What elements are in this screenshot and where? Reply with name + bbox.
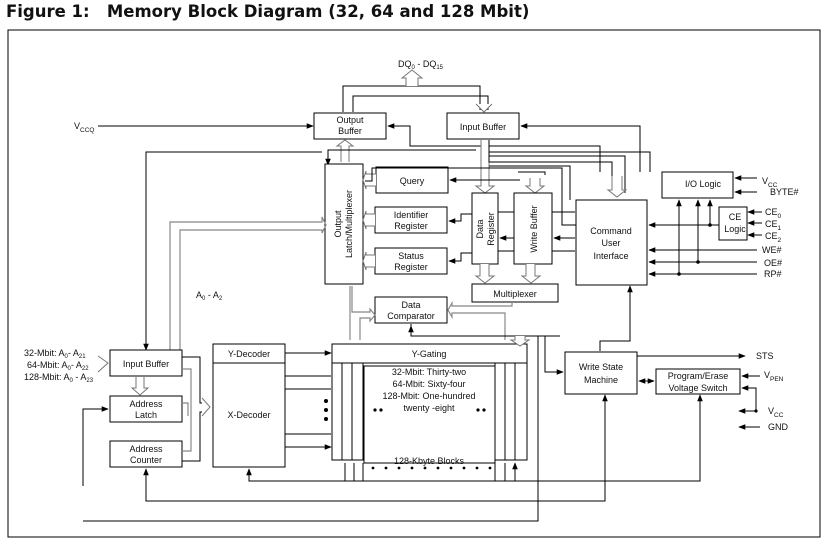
y-decoder-block: Y-Decoder xyxy=(212,343,286,364)
block-dots xyxy=(371,466,492,470)
svg-text:Input Buffer: Input Buffer xyxy=(123,359,169,369)
vcc-pwr-label: VCC xyxy=(768,406,784,419)
svg-text:Address: Address xyxy=(129,399,163,409)
svg-text:Data: Data xyxy=(475,219,485,238)
write-buffer-block: Write Buffer xyxy=(513,192,553,265)
a0-a2-label: A0 - A2 xyxy=(196,290,223,302)
data-comparator-block: Data Comparator xyxy=(374,296,448,324)
svg-text:Multiplexer: Multiplexer xyxy=(493,289,537,299)
query-bus xyxy=(362,170,376,190)
svg-text:Input Buffer: Input Buffer xyxy=(460,122,506,132)
status-register-block: Status Register xyxy=(374,247,448,275)
x-decoder-block: X-Decoder xyxy=(212,362,286,468)
array-count-32: 32-Mbit: Thirty-two xyxy=(392,367,466,377)
svg-text:Counter: Counter xyxy=(130,455,162,465)
svg-text:CE: CE xyxy=(729,212,742,222)
byte-label: BYTE# xyxy=(770,187,799,197)
x-decoder-dots xyxy=(324,399,328,421)
data-register-block: Data Register xyxy=(471,192,499,265)
addr-64-label: 64-Mbit: A0- A22 xyxy=(27,360,89,372)
a0-a2-bus xyxy=(169,216,327,352)
svg-text:Register: Register xyxy=(394,221,428,231)
query-block: Query xyxy=(375,166,449,194)
svg-text:Write Buffer: Write Buffer xyxy=(529,205,539,252)
diagram-frame xyxy=(7,29,821,538)
svg-text:Write State: Write State xyxy=(579,362,623,372)
ce0-label: CE0 xyxy=(765,207,782,220)
svg-text:Register: Register xyxy=(486,212,496,246)
svg-text:X-Decoder: X-Decoder xyxy=(227,410,270,420)
addr-32-label: 32-Mbit: A0- A21 xyxy=(24,348,86,360)
dq-label: DQ0 - DQ15 xyxy=(398,59,444,71)
svg-text:Output: Output xyxy=(336,115,364,125)
ce2-label: CE2 xyxy=(765,231,782,244)
blocks-label: 128-Kbyte Blocks xyxy=(394,456,465,466)
figure-title: Figure 1: Memory Block Diagram (32, 64 a… xyxy=(6,2,530,21)
y-gating-block: Y-Gating xyxy=(331,343,528,364)
address-latch-block: Address Latch xyxy=(109,395,183,423)
dq-bus xyxy=(342,69,493,113)
write-state-machine-block: Write State Machine xyxy=(564,351,638,395)
svg-text:Program/Erase: Program/Erase xyxy=(668,371,729,381)
svg-text:Y-Gating: Y-Gating xyxy=(412,349,447,359)
svg-text:Latch/Multiplexer: Latch/Multiplexer xyxy=(344,190,354,258)
svg-text:Logic: Logic xyxy=(724,224,746,234)
gnd-label: GND xyxy=(768,422,789,432)
ce-logic-block: CE Logic xyxy=(718,206,748,241)
address-input-buffer-block: Input Buffer xyxy=(109,349,183,377)
svg-text:Command: Command xyxy=(590,226,632,236)
svg-text:I/O Logic: I/O Logic xyxy=(685,179,722,189)
data-input-buffer-block: Input Buffer xyxy=(446,112,520,140)
sts-label: STS xyxy=(756,351,774,361)
io-to-inputbuffer xyxy=(520,123,641,172)
ce1-label: CE1 xyxy=(765,219,782,232)
svg-text:Register: Register xyxy=(394,262,428,272)
svg-text:Status: Status xyxy=(398,251,424,261)
inputbuffer-buses xyxy=(325,140,651,200)
we-label: WE# xyxy=(762,245,782,255)
program-erase-voltage-switch-block: Program/Erase Voltage Switch xyxy=(655,368,741,395)
svg-text:Buffer: Buffer xyxy=(338,126,362,136)
array-count-128b: twenty -eight xyxy=(403,403,455,413)
io-to-outputbuffer xyxy=(387,123,601,172)
output-latch-multiplexer-block: Output Latch/Multiplexer xyxy=(324,163,364,285)
svg-text:Machine: Machine xyxy=(584,375,618,385)
rp-label: RP# xyxy=(764,269,782,279)
identifier-register-block: Identifier Register xyxy=(374,206,448,234)
vpen-label: VPEN xyxy=(764,370,784,383)
vccq-label: VCCQ xyxy=(74,121,94,134)
svg-text:Address: Address xyxy=(129,444,163,454)
multiplexer-block: Multiplexer xyxy=(471,283,559,303)
command-user-interface-block: Command User Interface xyxy=(575,199,648,286)
svg-text:Data: Data xyxy=(401,300,420,310)
vcc-io-label: VCC xyxy=(762,176,778,189)
memory-array xyxy=(331,362,528,464)
output-buffer-block: Output Buffer xyxy=(313,112,387,140)
latch-to-outbuf-bus xyxy=(335,139,355,162)
svg-text:Comparator: Comparator xyxy=(387,311,435,321)
address-counter-block: Address Counter xyxy=(109,440,183,468)
svg-text:Interface: Interface xyxy=(593,251,628,261)
array-count-128: 128-Mbit: One-hundred xyxy=(382,391,475,401)
svg-text:User: User xyxy=(601,238,620,248)
svg-text:Identifier: Identifier xyxy=(394,210,429,220)
addr-128-label: 128-Mbit: A0 - A23 xyxy=(24,372,94,384)
svg-text:Query: Query xyxy=(400,176,425,186)
svg-text:Voltage Switch: Voltage Switch xyxy=(668,383,727,393)
svg-text:Y-Decoder: Y-Decoder xyxy=(228,349,270,359)
svg-text:Latch: Latch xyxy=(135,410,157,420)
svg-text:Output: Output xyxy=(333,210,343,238)
oe-label: OE# xyxy=(764,258,782,268)
array-count-64: 64-Mbit: Sixty-four xyxy=(392,379,465,389)
io-logic-block: I/O Logic xyxy=(661,171,734,199)
